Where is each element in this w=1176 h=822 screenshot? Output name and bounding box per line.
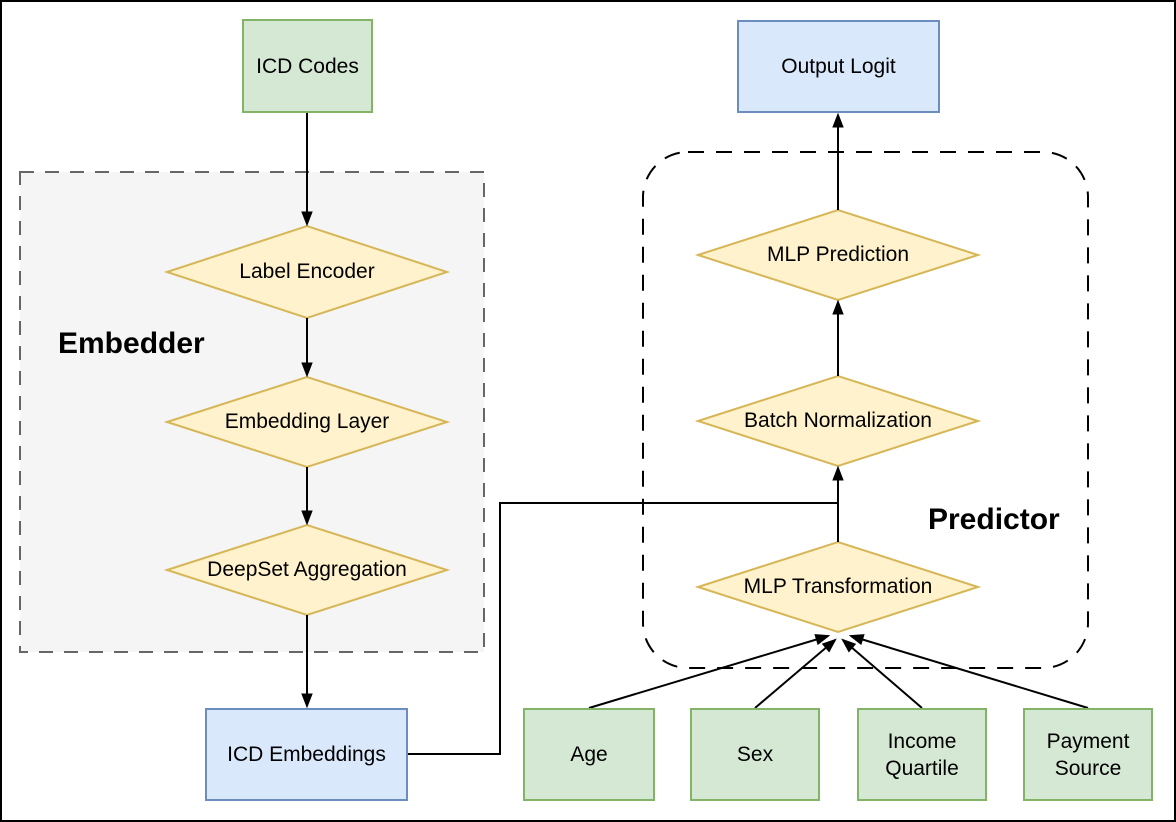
node-income-quartile: Income Quartile	[857, 708, 987, 801]
group-label-predictor: Predictor	[928, 503, 1060, 536]
diamond-mlp-prediction	[694, 208, 982, 302]
node-label: Age	[570, 743, 608, 766]
diamond-embedding-layer	[163, 375, 451, 469]
node-deepset-aggregation-label: DeepSet Aggregation	[207, 558, 407, 581]
edge-payment-source-to-mlp-transformation	[848, 634, 1089, 709]
node-label-encoder-label: Label Encoder	[239, 260, 375, 283]
node-sex: Sex	[690, 708, 820, 801]
node-output-logit: Output Logit	[737, 20, 940, 113]
group-label-embedder: Embedder	[58, 327, 205, 360]
diamond-label-encoder	[163, 224, 451, 320]
diamond-mlp-transformation	[694, 540, 982, 634]
edge-icd-embeddings-to-predictor	[408, 502, 837, 755]
diamond-batch-normalization	[694, 374, 982, 468]
node-icd-codes: ICD Codes	[242, 19, 373, 113]
node-age: Age	[523, 708, 655, 801]
edge-income-quartile-to-mlp-transformation	[841, 638, 923, 709]
node-mlp-transformation-label: MLP Transformation	[743, 575, 933, 598]
node-label: ICD Embeddings	[227, 743, 386, 766]
node-label: Sex	[736, 743, 774, 766]
node-icd-embeddings: ICD Embeddings	[205, 708, 408, 801]
edge-age-to-mlp-transformation	[588, 634, 831, 709]
node-label: Output Logit	[781, 55, 896, 78]
node-label: Payment Source	[1046, 729, 1130, 780]
node-payment-source: Payment Source	[1023, 708, 1153, 801]
node-label: ICD Codes	[256, 54, 359, 78]
node-embedding-layer-label: Embedding Layer	[224, 410, 390, 433]
node-batch-normalization-label: Batch Normalization	[744, 409, 932, 432]
predictor-group-box	[642, 151, 1089, 669]
node-label: Income Quartile	[885, 729, 959, 780]
node-mlp-prediction-label: MLP Prediction	[766, 243, 910, 266]
edge-sex-to-mlp-transformation	[754, 638, 837, 709]
diamond-deepset-aggregation	[163, 523, 451, 617]
